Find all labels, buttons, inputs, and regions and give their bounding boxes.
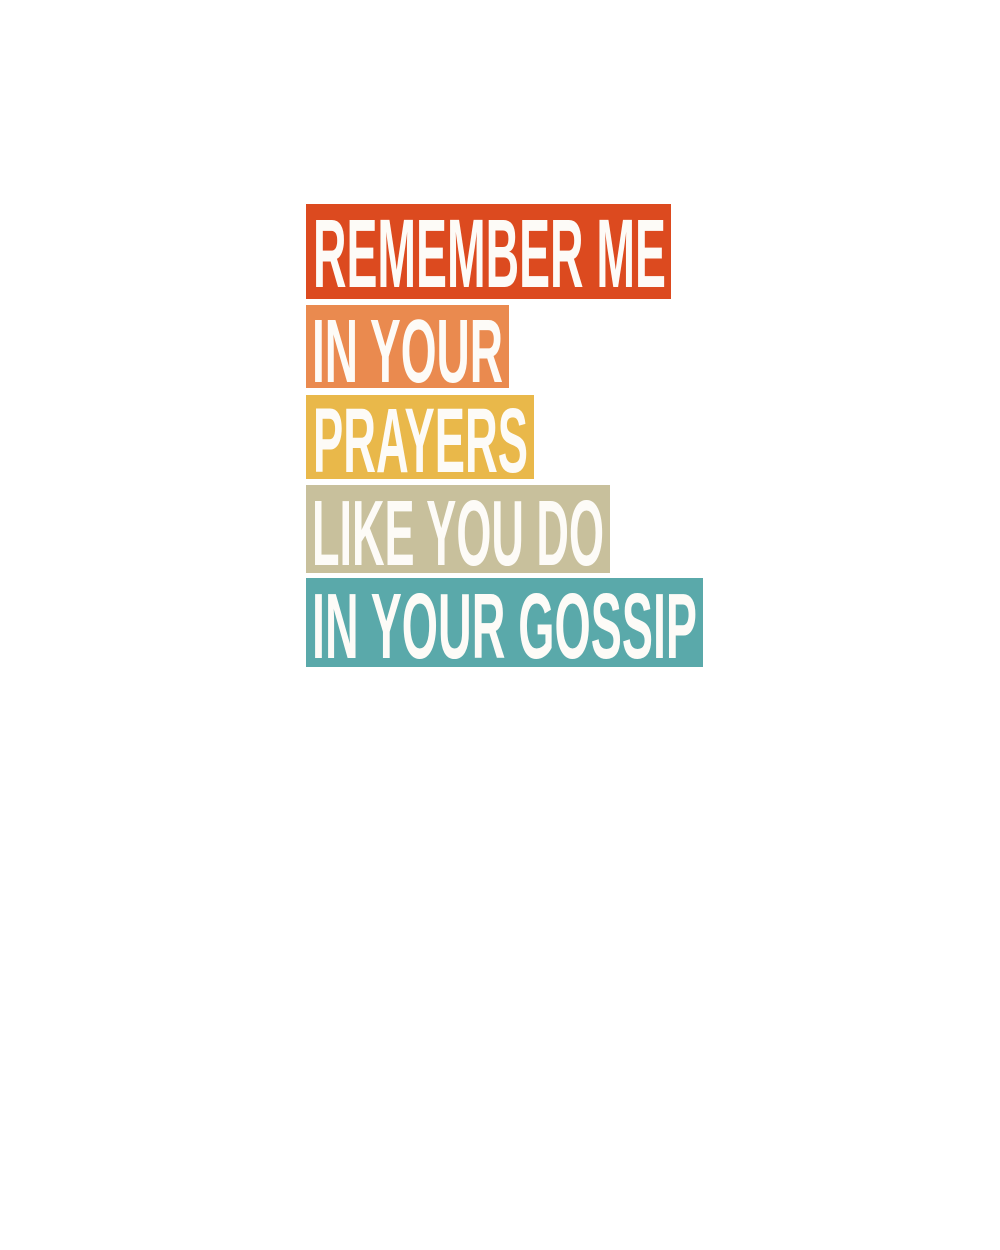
line-4-text: LIKE YOU DO <box>312 481 604 585</box>
line-3-text: PRAYERS <box>313 390 528 492</box>
line-1-band <box>306 204 671 299</box>
line-5-band <box>306 578 703 667</box>
line-1-text: REMEMBER ME <box>313 199 666 308</box>
line-3-band <box>306 395 534 479</box>
line-5-text: IN YOUR GOSSIP <box>312 574 697 678</box>
line-2-text: IN YOUR <box>312 302 503 402</box>
line-4-band <box>306 485 610 573</box>
line-2-band <box>306 305 509 388</box>
